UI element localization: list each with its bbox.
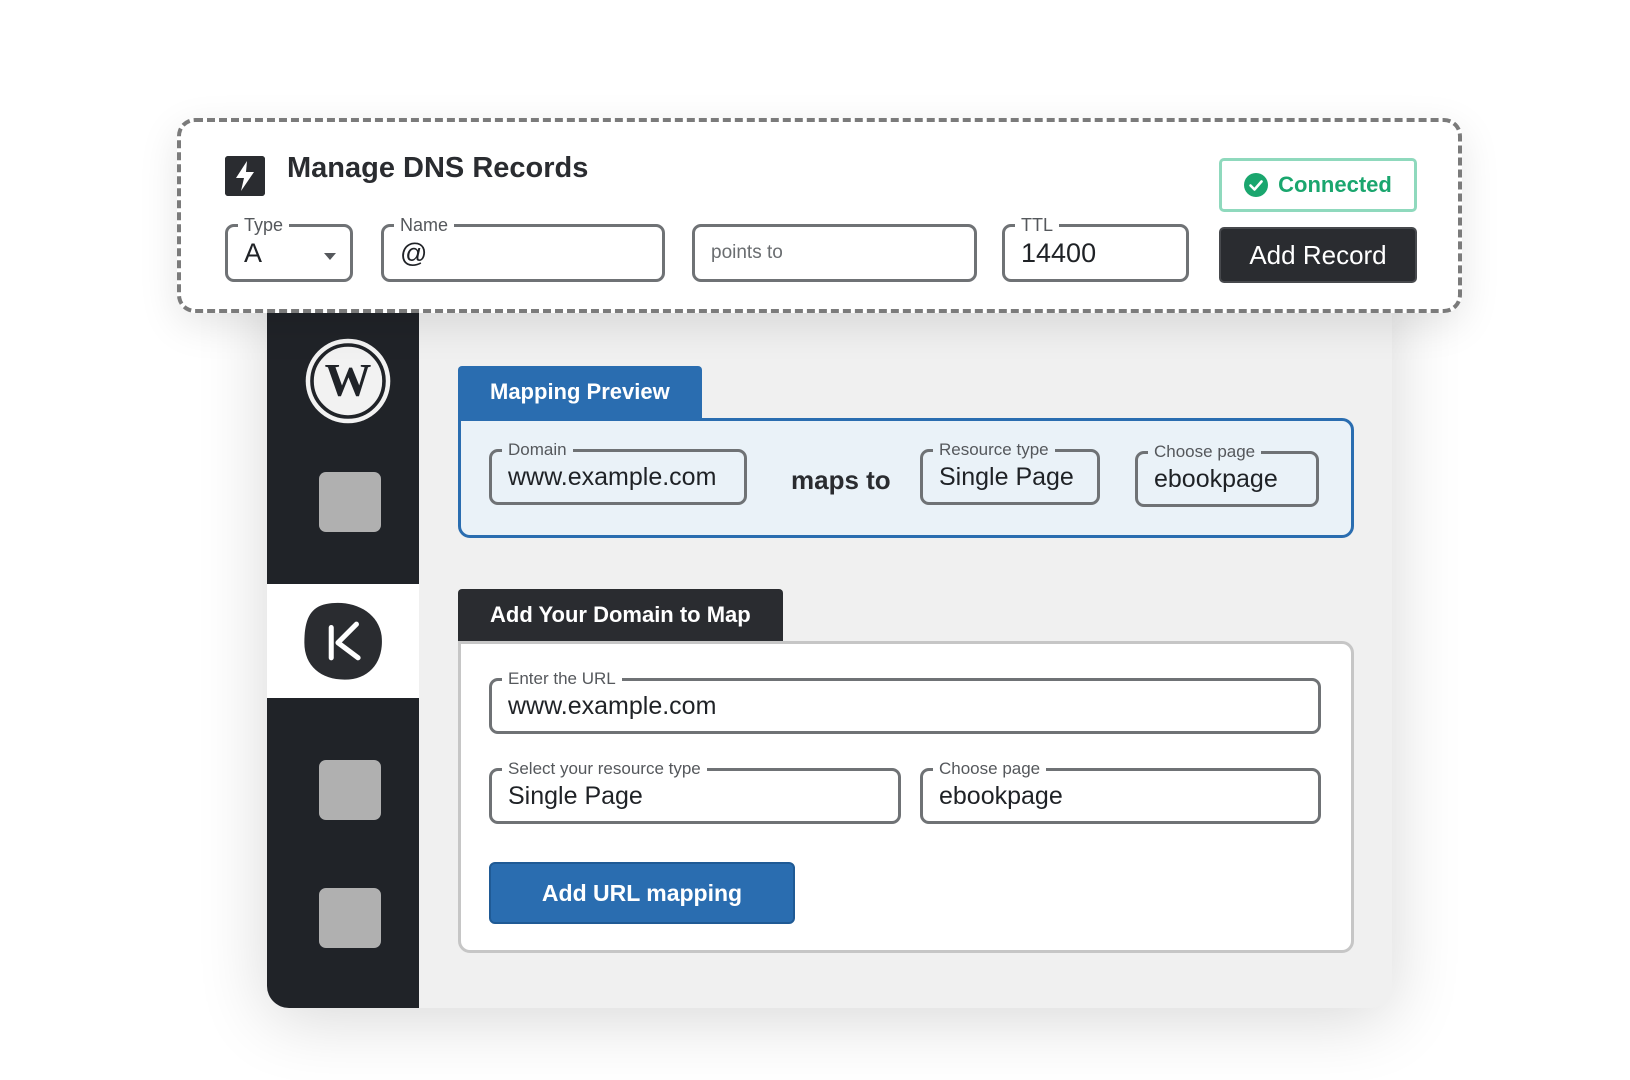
add-record-button[interactable]: Add Record [1219,227,1417,283]
sidebar-item-active[interactable] [267,584,419,698]
points-to-placeholder: points to [711,242,783,263]
type-select[interactable]: Type A [225,214,353,282]
tab-add-domain[interactable]: Add Your Domain to Map [458,589,783,641]
sidebar-item-placeholder[interactable] [319,760,381,820]
check-circle-icon [1244,173,1269,197]
page-select[interactable]: Choose page ebookpage [920,758,1321,824]
preview-resource-type-value: Single Page [939,462,1074,491]
preview-page-field[interactable]: Choose page ebookpage [1135,441,1319,507]
tab-mapping-preview[interactable]: Mapping Preview [458,366,702,418]
preview-page-label: Choose page [1148,441,1262,463]
dns-records-card: Manage DNS Records Connected Type A Name… [177,118,1462,313]
points-to-input[interactable]: points to [692,224,977,282]
resource-type-value: Single Page [508,781,643,810]
preview-domain-field[interactable]: Domain www.example.com [489,439,747,505]
name-input[interactable]: Name @ [381,214,665,282]
svg-text:W: W [325,354,372,406]
sidebar-item-placeholder[interactable] [319,472,381,532]
page-select-label: Choose page [933,758,1047,780]
preview-resource-type-field[interactable]: Resource type Single Page [920,439,1100,505]
type-label: Type [238,214,290,236]
name-label: Name [394,214,455,236]
url-input-label: Enter the URL [502,668,622,690]
preview-resource-type-label: Resource type [933,439,1055,461]
name-value: @ [400,237,428,268]
url-input-value: www.example.com [508,691,717,720]
ttl-label: TTL [1015,214,1060,236]
type-value: A [244,237,263,268]
resource-type-select[interactable]: Select your resource type Single Page [489,758,901,824]
ttl-value: 14400 [1021,237,1097,268]
ttl-input[interactable]: TTL 14400 [1002,214,1189,282]
sidebar: W [267,230,419,1008]
k-logo-icon [304,602,382,680]
dns-title: Manage DNS Records [287,152,589,184]
page-select-value: ebookpage [939,781,1063,810]
preview-domain-value: www.example.com [508,462,717,491]
lightning-icon [225,156,265,196]
preview-page-value: ebookpage [1154,464,1278,493]
resource-type-label: Select your resource type [502,758,707,780]
add-domain-panel: Enter the URL www.example.com Select you… [458,641,1354,953]
preview-domain-label: Domain [502,439,573,461]
app-window: W Mapping Preview Domain www.example.com… [267,230,1392,1008]
sidebar-item-placeholder[interactable] [319,888,381,948]
wordpress-logo-icon[interactable]: W [303,336,393,426]
maps-to-label: maps to [791,465,891,495]
connected-status-badge: Connected [1219,158,1417,212]
connected-status-text: Connected [1278,172,1392,197]
url-input[interactable]: Enter the URL www.example.com [489,668,1321,734]
mapping-preview-panel: Domain www.example.com maps to Resource … [458,418,1354,538]
add-url-mapping-button[interactable]: Add URL mapping [489,862,795,924]
chevron-down-icon [324,253,336,260]
